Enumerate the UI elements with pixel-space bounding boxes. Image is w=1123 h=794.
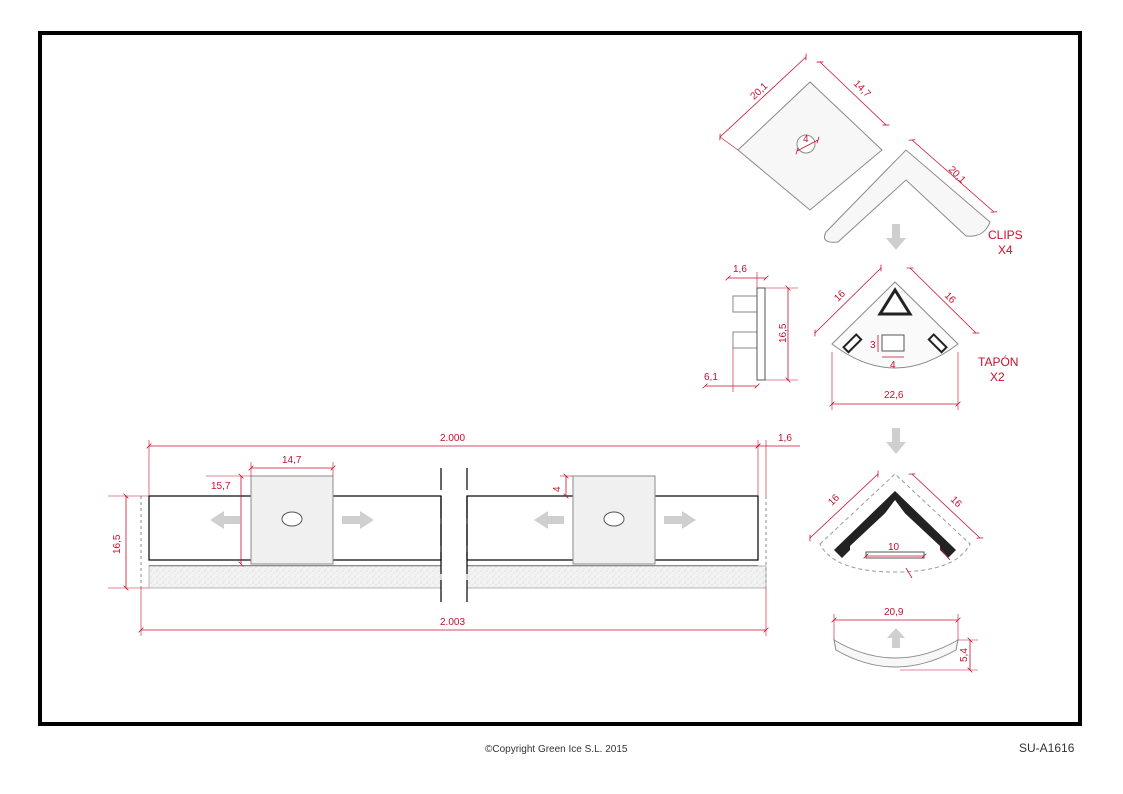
profile-section-dimensions: 16 16 10	[809, 470, 984, 579]
slide-arrow-right-1	[342, 511, 374, 529]
clip-label-line2: X4	[998, 243, 1013, 257]
assembly-arrow-up	[887, 628, 905, 648]
clip-label-line1: CLIPS	[988, 228, 1023, 242]
front-dim-length-bottom: 2.003	[440, 617, 465, 628]
assembly-arrow-down-1	[886, 224, 906, 250]
profile-dim-base: 10	[888, 542, 900, 553]
front-dim-clip-offset: 4	[552, 486, 563, 492]
clip-dim-side: 20,1	[749, 81, 771, 103]
clip-left-hole	[281, 511, 303, 527]
profile-dim-left: 16	[826, 492, 842, 508]
clip-profile	[824, 149, 991, 243]
cap-dim-width: 22,6	[884, 390, 904, 401]
assembly-arrow-down-2	[886, 428, 906, 454]
diffuser-dim-width: 20,9	[884, 607, 904, 618]
diffuser-dimensions: 20,9 5,4	[831, 607, 978, 673]
profile-dim-right: 16	[948, 494, 964, 510]
clip-dim-hole: 4	[803, 134, 809, 145]
slide-arrow-right-2	[664, 511, 696, 529]
clip-dim-width: 14,7	[851, 78, 873, 100]
drawing-frame	[38, 31, 1082, 726]
copyright-text: ©Copyright Green Ice S.L. 2015	[485, 744, 628, 755]
diffuser-dim-height: 5,4	[959, 648, 970, 662]
cap-dim-slot-h: 3	[870, 340, 876, 351]
front-dim-clip-width: 14,7	[282, 455, 302, 466]
front-dim-height: 16,5	[112, 534, 123, 554]
cap-label-line2: X2	[990, 370, 1005, 384]
cap-side-dimensions: 1,6 16,5 6,1	[702, 264, 798, 392]
cap-front-view	[831, 281, 959, 369]
front-view-dimensions: 2.000 1,6 14,7 15,7 4 16,5 2.003	[108, 433, 800, 636]
clip-top-view	[737, 81, 883, 211]
front-dim-length-top: 2.000	[440, 433, 465, 444]
diffuser-section	[833, 628, 959, 668]
cap-dim-left: 16	[832, 288, 848, 304]
cap-side-dim-height: 16,5	[778, 323, 789, 343]
cap-label-line1: TAPÓN	[978, 354, 1018, 369]
front-dim-end: 1,6	[778, 433, 792, 444]
front-dim-clip-height: 15,7	[211, 481, 231, 492]
cap-side-dim-thickness: 1,6	[733, 264, 747, 275]
cap-dim-slot-w: 4	[890, 360, 896, 371]
profile-front-view	[140, 468, 767, 604]
cap-side-view	[732, 287, 766, 381]
drawing-code: SU-A1616	[1019, 741, 1075, 755]
cap-side-dim-depth: 6,1	[704, 372, 718, 383]
clip-right-hole	[603, 511, 625, 527]
slide-arrow-left-1	[210, 511, 240, 529]
cap-dim-right: 16	[942, 290, 958, 306]
clip-dim-profile: 20,1	[946, 164, 968, 186]
slide-arrow-left-2	[534, 511, 564, 529]
